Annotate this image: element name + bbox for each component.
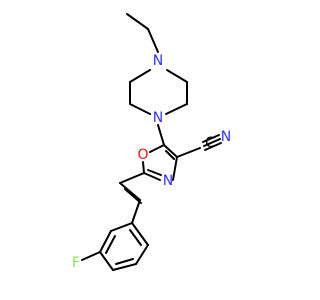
atom-n-nitrile: N xyxy=(221,129,231,145)
bond-nitrile-triple-1 xyxy=(203,138,221,147)
bond-ph-2-inner xyxy=(105,235,116,254)
bond-vinyl-double-inner xyxy=(124,188,142,204)
bond-ph-4 xyxy=(112,263,137,271)
bond-ox-o-c5 xyxy=(149,144,165,153)
bond-ph-6 xyxy=(131,222,149,246)
bond-c-f xyxy=(81,251,101,261)
bond-nitrile-triple-3 xyxy=(204,142,222,151)
bond-ethyl-ch3-ch2 xyxy=(126,13,149,30)
bond-pip-3 xyxy=(165,103,188,115)
bond-ox-c4-n xyxy=(172,156,178,181)
bond-ph-4-inner xyxy=(115,258,134,265)
atom-n-oxazole: N xyxy=(163,173,173,189)
bond-pip-4 xyxy=(129,103,151,115)
atom-o-oxazole: O xyxy=(137,147,148,163)
bond-ph-1 xyxy=(110,222,133,232)
bond-pip-6 xyxy=(129,69,151,83)
bond-ph-3 xyxy=(99,251,114,271)
bond-pip-to-oxazole xyxy=(157,124,165,146)
bond-ox-n-c2 xyxy=(143,172,161,181)
atom-n-piperazine: N xyxy=(153,110,163,126)
atom-c-nitrile: C xyxy=(205,135,215,151)
bond-nitrile-triple-2 xyxy=(202,134,220,143)
bond-ox-n-c2-inner xyxy=(147,169,162,176)
bond-ox-c2-o xyxy=(142,161,145,174)
bond-ox-c5-c4-inner xyxy=(165,150,175,160)
bond-ethyl-ch2-n xyxy=(147,28,159,53)
bond-c2-vinyl xyxy=(119,172,145,184)
bond-ph-2 xyxy=(99,230,112,253)
bond-pip-1 xyxy=(166,69,188,83)
bond-ph-5 xyxy=(135,244,149,265)
molecule-structure-diagram: N N N C O N F xyxy=(72,13,231,271)
bond-vinyl-double xyxy=(119,182,141,201)
atom-n-ethylpiperazine: N xyxy=(153,53,163,69)
bond-ph-6-inner xyxy=(129,229,142,246)
bond-c4-cnitrile xyxy=(176,147,201,158)
bond-ox-c5-c4 xyxy=(163,144,178,158)
bond-vinyl-to-ring xyxy=(131,199,141,224)
atom-f: F xyxy=(72,255,80,271)
